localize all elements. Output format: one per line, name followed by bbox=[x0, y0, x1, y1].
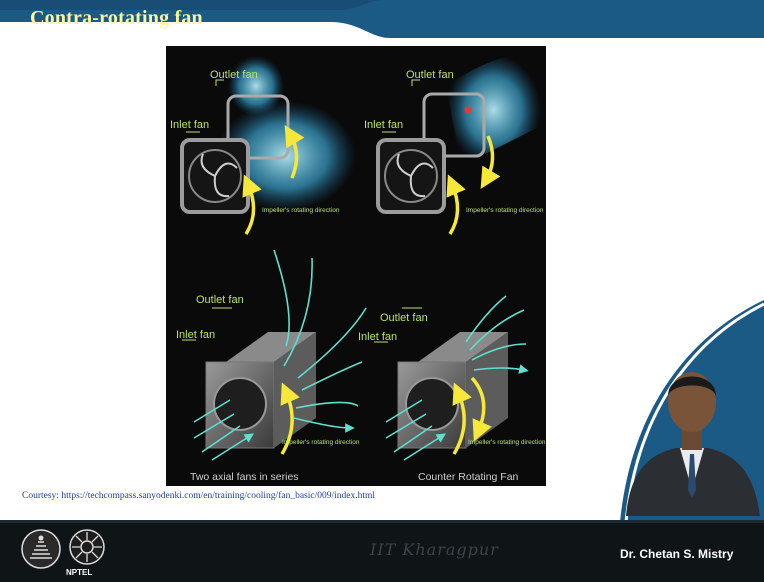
rotating-direction-label: Impeller's rotating direction bbox=[282, 439, 360, 446]
presenter-name: Dr. Chetan S. Mistry bbox=[620, 547, 733, 561]
outlet-fan-label: Outlet fan bbox=[196, 294, 244, 306]
outlet-fan-label: Outlet fan bbox=[406, 69, 454, 81]
nptel-label: NPTEL bbox=[66, 568, 92, 577]
rotating-direction-label: Impeller's rotating direction bbox=[466, 207, 544, 214]
panel-counter-cutaway: Outlet fan Inlet fan Impeller's rotating… bbox=[358, 296, 546, 483]
iit-kharagpur-watermark: IIT Kharagpur bbox=[370, 540, 499, 559]
inlet-fan-label: Inlet fan bbox=[176, 329, 215, 341]
panel-caption: Counter Rotating Fan bbox=[418, 471, 519, 483]
iit-kharagpur-logo-icon bbox=[20, 528, 62, 570]
outlet-fan-label: Outlet fan bbox=[210, 69, 258, 81]
slide-title: Contra-rotating fan bbox=[30, 7, 203, 30]
panel-counter-airflow: Outlet fan Inlet fan Impeller's rotating… bbox=[364, 54, 544, 234]
presenter-video bbox=[620, 330, 764, 516]
inlet-fan-label: Inlet fan bbox=[170, 119, 209, 131]
rotating-direction-label: Impeller's rotating direction bbox=[262, 207, 340, 214]
rotating-direction-label: Impeller's rotating direction bbox=[468, 439, 546, 446]
slide-header: Contra-rotating fan bbox=[0, 0, 764, 42]
nptel-logo-icon bbox=[68, 528, 106, 566]
panel-series-cutaway: Outlet fan Inlet fan Impeller's rotating… bbox=[176, 250, 366, 483]
outlet-fan-label: Outlet fan bbox=[380, 312, 428, 324]
contra-rotating-fan-figure: Outlet fan Inlet fan Impeller's rotating… bbox=[166, 46, 546, 486]
courtesy-note: Courtesy: https://techcompass.sanyodenki… bbox=[22, 491, 375, 501]
panel-series-airflow: Outlet fan Inlet fan Impeller's rotating… bbox=[170, 56, 356, 234]
inlet-fan-label: Inlet fan bbox=[364, 119, 403, 131]
inlet-fan-label: Inlet fan bbox=[358, 331, 397, 343]
panel-caption: Two axial fans in series bbox=[190, 471, 299, 483]
